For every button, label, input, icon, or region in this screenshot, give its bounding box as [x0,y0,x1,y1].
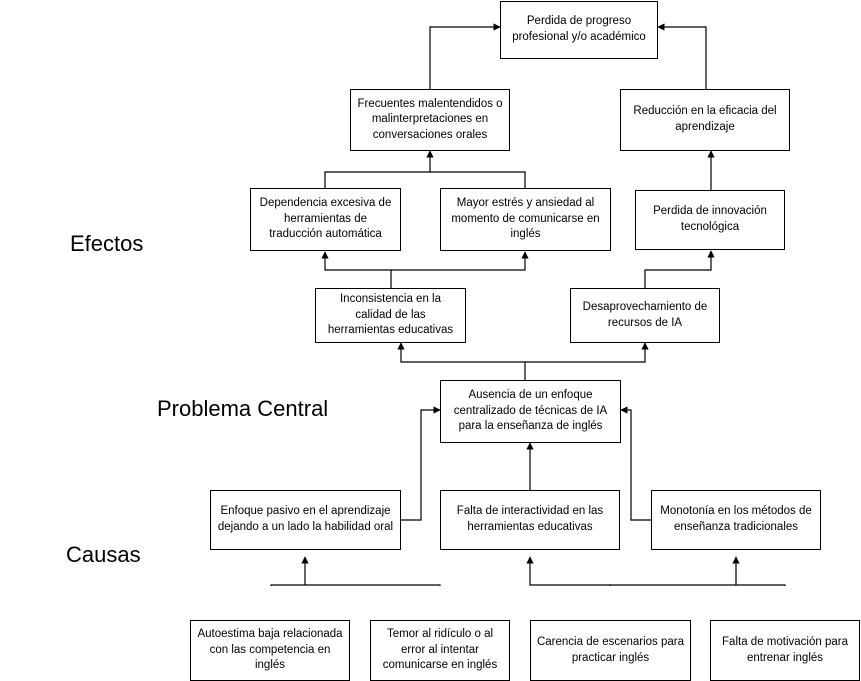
connector [397,342,526,380]
connector [429,23,501,89]
effect-misunderstanding-node[interactable]: Frecuentes malentendidos o malinterpreta… [350,89,510,151]
effect-innovation-node[interactable]: Perdida de innovación tecnológica [635,190,785,250]
connector [526,556,611,586]
effect-stress-node[interactable]: Mayor estrés y ansiedad al momento de co… [440,188,611,251]
cause-interactivity-node[interactable]: Falta de interactividad en las herramien… [440,490,620,550]
connector [732,556,786,586]
effects-label: Efectos [70,231,144,256]
cause-passive-node[interactable]: Enfoque pasivo en el aprendizaje dejando… [210,490,401,550]
effect-top-node[interactable]: Perdida de progreso profesional y/o acad… [500,1,658,59]
connector [620,406,651,521]
effect-waste-node[interactable]: Desaprovechamiento de recursos de IA [570,288,720,343]
cause-scenarios-node[interactable]: Carencia de escenarios para practicar in… [530,620,691,681]
connector [644,250,715,288]
causes-label: Causas [66,542,141,567]
central-problem-node[interactable]: Ausencia de un enfoque centralizado de t… [440,380,621,443]
central-problem-label: Problema Central [157,396,329,421]
cause-monotony-node[interactable]: Monotonía en los métodos de enseñanza tr… [651,490,821,550]
connector [525,342,649,363]
connector [657,23,707,89]
cause-selfesteem-node[interactable]: Autoestima baja relacionada con las comp… [190,620,350,681]
connector [391,251,529,271]
cause-fear-node[interactable]: Temor al ridículo o al error al intentar… [370,620,510,681]
connector [401,406,441,521]
effect-translation-node[interactable]: Dependencia excesiva de herramientas de … [250,188,401,251]
effect-inconsistency-node[interactable]: Inconsistencia en la calidad de las herr… [315,288,466,343]
cause-motivation-node[interactable]: Falta de motivación para entrenar inglés [710,620,860,681]
connector [321,251,392,288]
connector [324,150,434,188]
connector [430,171,526,188]
connector [270,556,309,586]
effect-efficacy-node[interactable]: Reducción en la eficacia del aprendizaje [620,89,790,151]
connector [305,584,441,586]
